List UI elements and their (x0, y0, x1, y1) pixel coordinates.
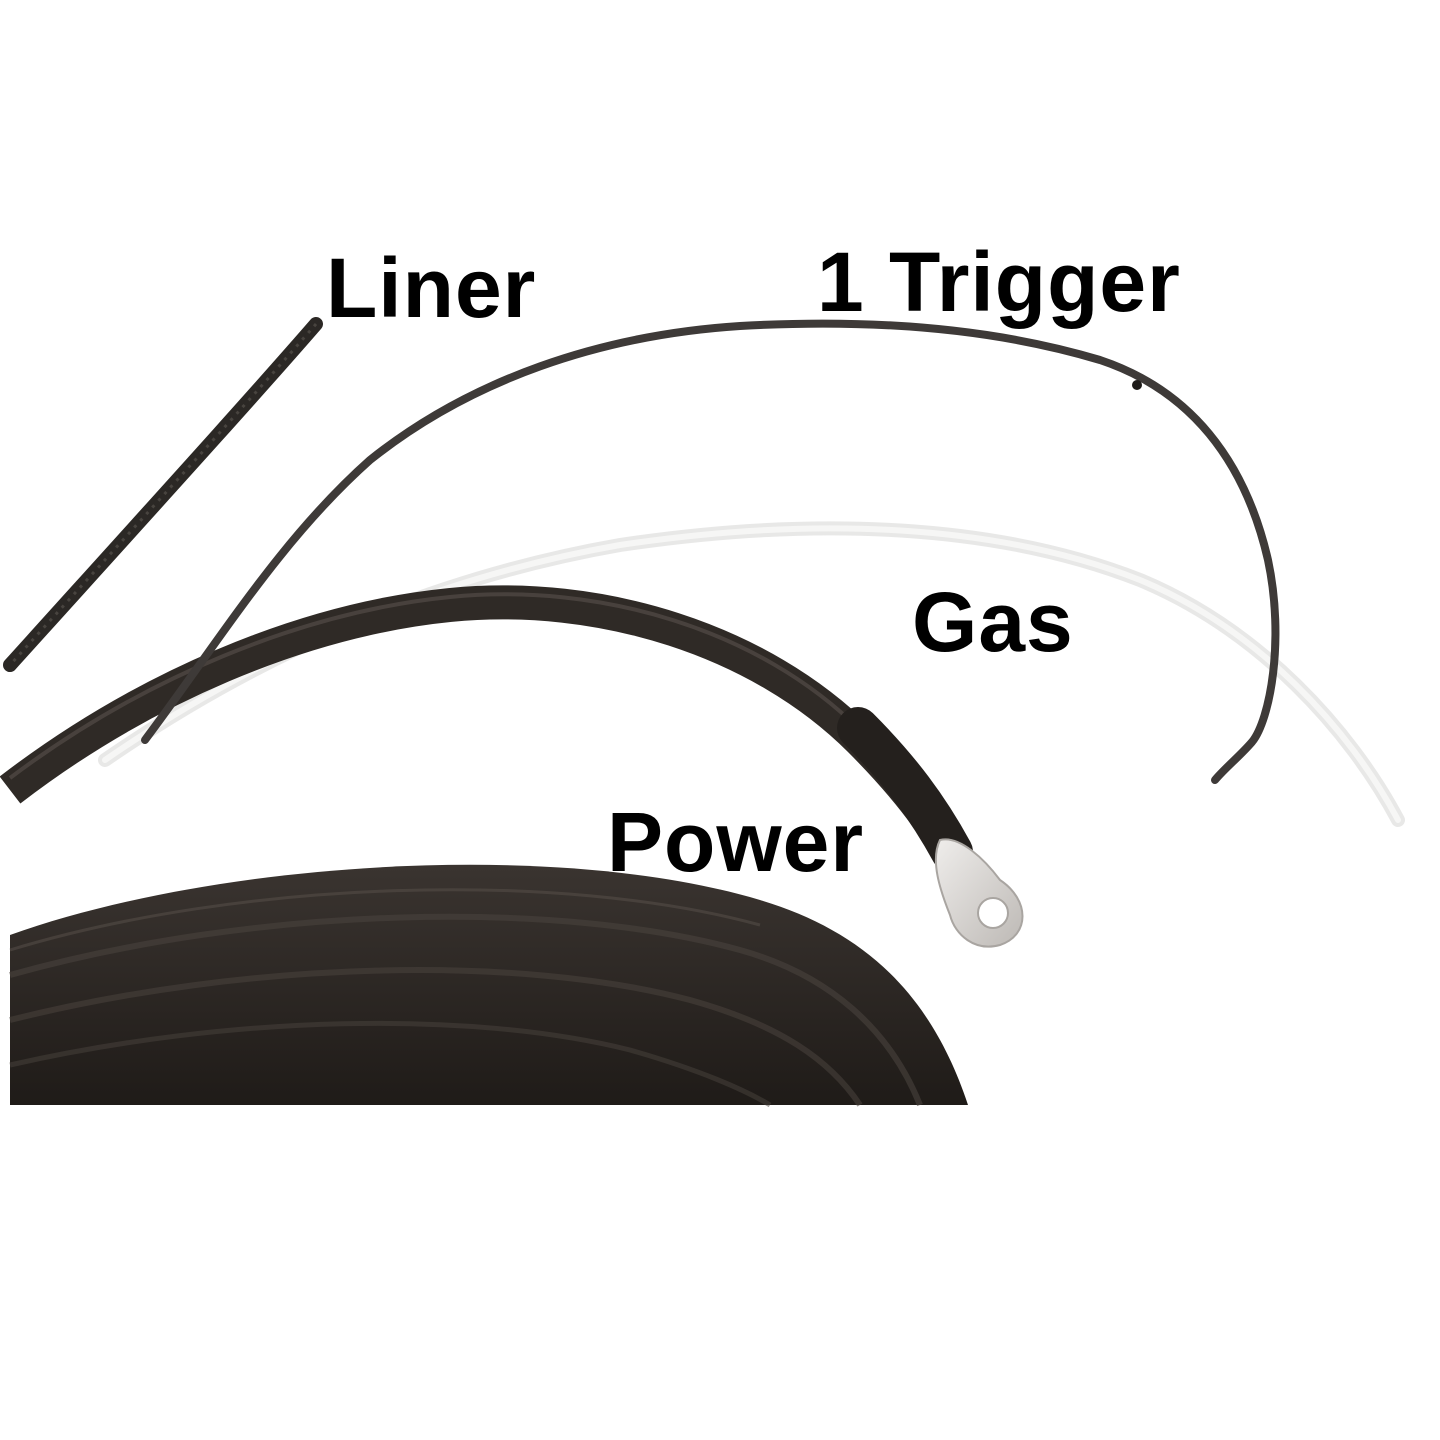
liner-label: Liner (326, 241, 537, 335)
cable-coil-icon (9, 864, 968, 1108)
trigger-wire-icon (141, 319, 1280, 784)
gas-label: Gas (912, 575, 1074, 669)
trigger-label: 1 Trigger (817, 235, 1181, 329)
liner-wire-icon (3, 317, 323, 672)
ring-terminal-icon (934, 838, 1024, 948)
power-label: Power (607, 795, 865, 889)
